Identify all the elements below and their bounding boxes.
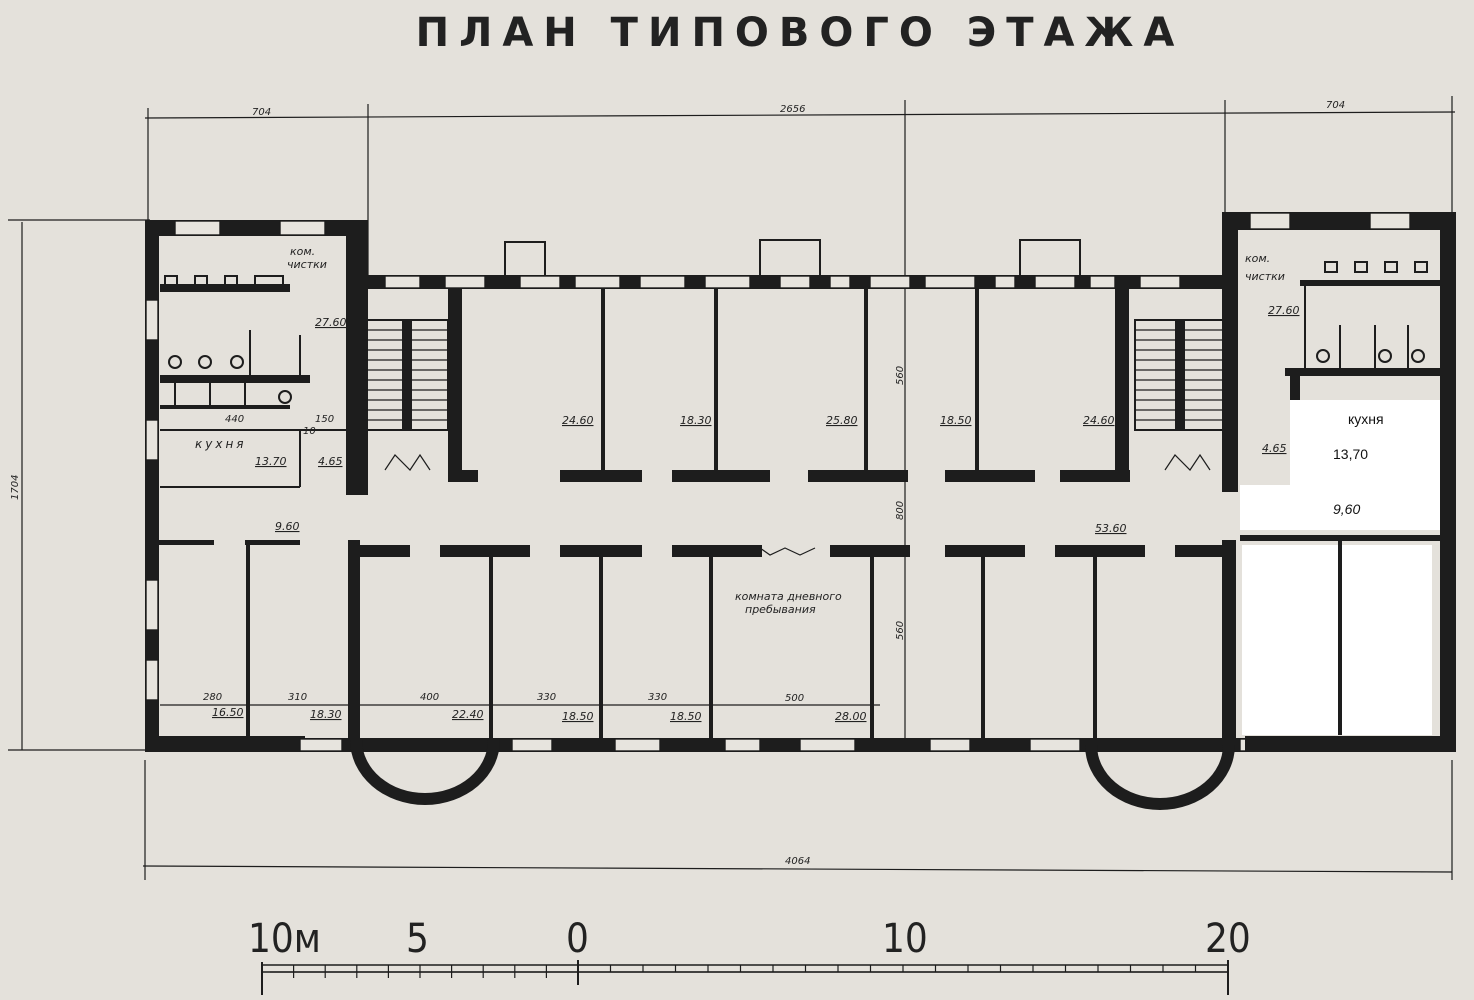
area-small-right: 4.65 (1262, 442, 1287, 455)
dim-330-b: 330 (648, 692, 667, 703)
right-wing-walls (1222, 212, 1456, 752)
label-kitchen-left: кухня (195, 437, 247, 451)
area-south-4: 18.50 (562, 710, 594, 723)
dim-total-length: 4064 (785, 856, 810, 867)
area-corridor: 53.60 (1095, 522, 1127, 535)
overlay-kitchen-area: 13,70 (1333, 446, 1368, 462)
area-south-6: 28.00 (835, 710, 867, 723)
area-cleaning-left: 27.60 (315, 316, 347, 329)
dim-south-depth: 560 (895, 621, 906, 640)
label-cleaning-left-1: ком. (290, 245, 315, 258)
area-small-left: 4.65 (318, 455, 343, 468)
dim-280: 280 (203, 692, 222, 703)
dim-total-depth: 1704 (10, 475, 21, 500)
overlay-room-area: 9,60 (1333, 501, 1360, 517)
area-south-5: 18.50 (670, 710, 702, 723)
label-day-room-2: пребывания (745, 603, 816, 616)
label-cleaning-right-2: чистки (1245, 270, 1285, 283)
area-south-2: 18.30 (310, 708, 342, 721)
scale-tick-10m: 10м (248, 916, 321, 962)
scale-tick-10: 10 (882, 916, 928, 962)
dim-center: 2656 (780, 104, 805, 115)
area-9-60: 9.60 (275, 520, 300, 533)
stair-left (361, 319, 449, 471)
scale-tick-20: 20 (1205, 916, 1251, 962)
dim-150: 150 (315, 414, 334, 425)
stair-right (1134, 319, 1226, 471)
plan-title: ПЛАН ТИПОВОГО ЭТАЖА (415, 10, 1185, 56)
scale-tick-0: 0 (566, 916, 589, 962)
area-cleaning-right: 27.60 (1268, 304, 1300, 317)
dim-left-wing: 704 (252, 107, 271, 118)
dim-north-depth: 560 (895, 366, 906, 385)
label-cleaning-right-1: ком. (1245, 252, 1270, 265)
dim-310: 310 (288, 692, 307, 703)
overlay-kitchen-label: кухня (1348, 411, 1384, 427)
label-day-room-1: комната дневного (735, 590, 842, 603)
scale-tick-5: 5 (406, 916, 429, 962)
overlay-patch-top (1240, 485, 1440, 530)
overlay-patch-kitchen (1290, 400, 1440, 485)
dim-corridor: 800 (895, 501, 906, 520)
dim-330-a: 330 (537, 692, 556, 703)
area-north-5: 24.60 (1083, 414, 1115, 427)
area-north-3: 25.80 (826, 414, 858, 427)
dim-10: 10 (303, 426, 316, 437)
area-north-4: 18.50 (940, 414, 972, 427)
center-block-walls (299, 239, 1286, 810)
dim-500: 500 (785, 693, 804, 704)
dim-400: 400 (420, 692, 439, 703)
dim-440: 440 (225, 414, 244, 425)
area-south-1: 16.50 (212, 706, 244, 719)
dimension-lines (8, 96, 1456, 880)
area-north-2: 18.30 (680, 414, 712, 427)
area-north-1: 24.60 (562, 414, 594, 427)
scale-bar: 10м 5 0 10 20 (248, 916, 1251, 995)
area-south-3: 22.40 (452, 708, 484, 721)
left-wing-walls (145, 220, 368, 752)
overlay-patch-rooms (1242, 545, 1432, 735)
dim-right-wing: 704 (1326, 100, 1345, 111)
label-cleaning-left-2: чистки (287, 258, 327, 271)
area-kitchen-left: 13.70 (255, 455, 287, 468)
